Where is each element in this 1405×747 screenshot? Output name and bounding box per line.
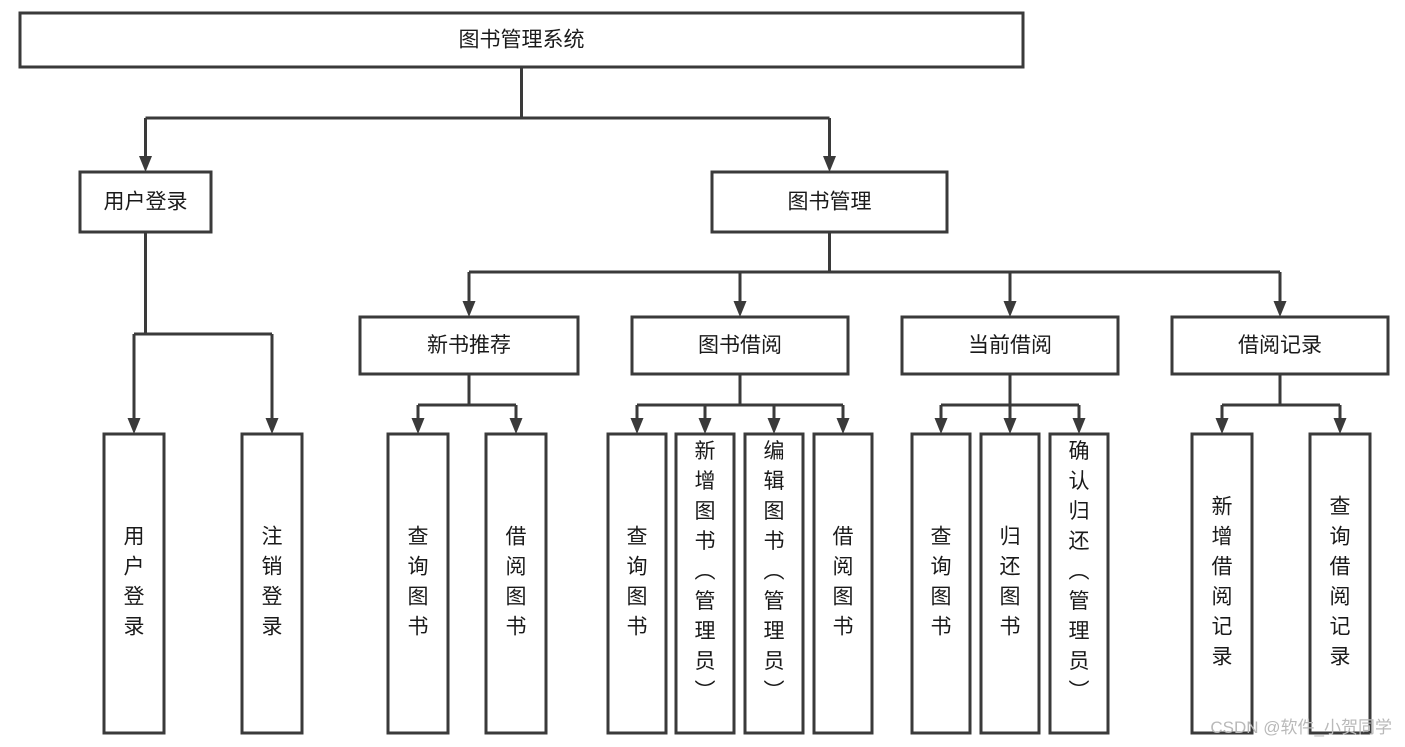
node-label-leaf-confirm-return-admin: 确认归还︵管理员︶: [1069, 440, 1090, 703]
node-box-user-login: [78, 170, 213, 234]
node-label-book-borrow: 图书借阅: [698, 334, 782, 357]
node-box-leaf-confirm-return-admin: [1048, 432, 1110, 735]
connector-conn-book-management: [462, 232, 1287, 317]
node-leaf-query-borrow-record[interactable]: 查询借阅记录: [1308, 432, 1372, 735]
node-root[interactable]: 图书管理系统: [18, 11, 1025, 69]
node-label-leaf-user-login: 用户登录: [124, 526, 145, 639]
node-leaf-user-login[interactable]: 用户登录: [102, 432, 166, 735]
connector-arrowhead: [767, 418, 781, 434]
node-label-current-borrow: 当前借阅: [968, 334, 1052, 357]
node-leaf-borrow-book-2[interactable]: 借阅图书: [812, 432, 874, 735]
connector-arrowhead: [139, 156, 152, 172]
node-leaf-add-borrow-record[interactable]: 新增借阅记录: [1190, 432, 1254, 735]
node-label-new-book-recommend: 新书推荐: [427, 334, 511, 357]
connector-conn-root: [139, 67, 836, 172]
node-label-root: 图书管理系统: [459, 29, 585, 52]
node-leaf-query-book-2[interactable]: 查询图书: [606, 432, 668, 735]
node-leaf-confirm-return-admin[interactable]: 确认归还︵管理员︶: [1048, 432, 1110, 735]
connector-conn-current-borrow: [934, 374, 1086, 434]
node-box-root: [18, 11, 1025, 69]
node-box-leaf-user-login: [102, 432, 166, 735]
node-box-new-book-recommend: [358, 315, 580, 376]
connector-arrowhead: [823, 156, 836, 172]
connector-layer: [127, 67, 1347, 434]
node-box-leaf-query-book-3: [910, 432, 972, 735]
node-book-management[interactable]: 图书管理: [710, 170, 949, 234]
node-label-borrow-record: 借阅记录: [1238, 334, 1322, 357]
connector-arrowhead: [698, 418, 712, 434]
node-box-borrow-record: [1170, 315, 1390, 376]
node-box-current-borrow: [900, 315, 1120, 376]
node-box-leaf-query-book-2: [606, 432, 668, 735]
node-label-leaf-query-borrow-record: 查询借阅记录: [1330, 496, 1351, 669]
connector-conn-book-borrow: [630, 374, 850, 434]
node-leaf-add-book-admin[interactable]: 新增图书︵管理员︶: [674, 432, 736, 735]
node-label-book-management: 图书管理: [788, 191, 872, 214]
node-label-user-login: 用户登录: [104, 191, 188, 214]
connector-conn-borrow-record: [1215, 374, 1347, 434]
connector-arrowhead: [509, 418, 523, 434]
node-label-leaf-query-book-2: 查询图书: [627, 526, 648, 639]
node-box-leaf-borrow-book-2: [812, 432, 874, 735]
node-new-book-recommend[interactable]: 新书推荐: [358, 315, 580, 376]
connector-arrowhead: [462, 301, 476, 317]
connector-arrowhead: [1003, 301, 1017, 317]
connector-arrowhead: [411, 418, 425, 434]
connector-arrowhead: [836, 418, 850, 434]
node-label-leaf-borrow-book-1: 借阅图书: [506, 526, 527, 639]
node-box-leaf-query-borrow-record: [1308, 432, 1372, 735]
node-box-leaf-query-book-1: [386, 432, 450, 735]
connector-arrowhead: [1215, 418, 1229, 434]
node-box-leaf-add-borrow-record: [1190, 432, 1254, 735]
node-leaf-query-book-3[interactable]: 查询图书: [910, 432, 972, 735]
connector-arrowhead: [1003, 418, 1017, 434]
node-label-leaf-add-book-admin: 新增图书︵管理员︶: [695, 440, 716, 703]
connector-arrowhead: [127, 418, 141, 434]
node-label-leaf-edit-book-admin: 编辑图书︵管理员︶: [764, 440, 785, 703]
node-leaf-edit-book-admin[interactable]: 编辑图书︵管理员︶: [743, 432, 805, 735]
node-borrow-record[interactable]: 借阅记录: [1170, 315, 1390, 376]
node-layer: 图书管理系统用户登录图书管理新书推荐图书借阅当前借阅借阅记录用户登录注销登录查询…: [18, 11, 1390, 735]
node-leaf-borrow-book-1[interactable]: 借阅图书: [484, 432, 548, 735]
node-box-leaf-logout: [240, 432, 304, 735]
node-current-borrow[interactable]: 当前借阅: [900, 315, 1120, 376]
connector-arrowhead: [934, 418, 948, 434]
node-box-leaf-add-book-admin: [674, 432, 736, 735]
csdn-watermark: CSDN @软件_小贺同学: [1210, 718, 1392, 737]
node-box-book-management: [710, 170, 949, 234]
node-label-leaf-logout: 注销登录: [262, 526, 283, 639]
node-box-leaf-borrow-book-1: [484, 432, 548, 735]
node-label-leaf-add-borrow-record: 新增借阅记录: [1212, 496, 1233, 669]
node-label-leaf-return-book: 归还图书: [1000, 526, 1021, 639]
node-box-leaf-return-book: [979, 432, 1041, 735]
node-leaf-return-book[interactable]: 归还图书: [979, 432, 1041, 735]
connector-arrowhead: [630, 418, 644, 434]
connector-arrowhead: [1072, 418, 1086, 434]
connector-arrowhead: [265, 418, 279, 434]
node-box-book-borrow: [630, 315, 850, 376]
node-label-leaf-query-book-3: 查询图书: [931, 526, 952, 639]
node-box-leaf-edit-book-admin: [743, 432, 805, 735]
connector-conn-new-book-recommend: [411, 374, 523, 434]
node-user-login[interactable]: 用户登录: [78, 170, 213, 234]
node-leaf-logout[interactable]: 注销登录: [240, 432, 304, 735]
connector-arrowhead: [1273, 301, 1287, 317]
node-book-borrow[interactable]: 图书借阅: [630, 315, 850, 376]
connector-arrowhead: [733, 301, 747, 317]
connector-conn-user-login: [127, 232, 279, 434]
node-label-leaf-borrow-book-2: 借阅图书: [833, 526, 854, 639]
node-leaf-query-book-1[interactable]: 查询图书: [386, 432, 450, 735]
node-label-leaf-query-book-1: 查询图书: [408, 526, 429, 639]
connector-arrowhead: [1333, 418, 1347, 434]
